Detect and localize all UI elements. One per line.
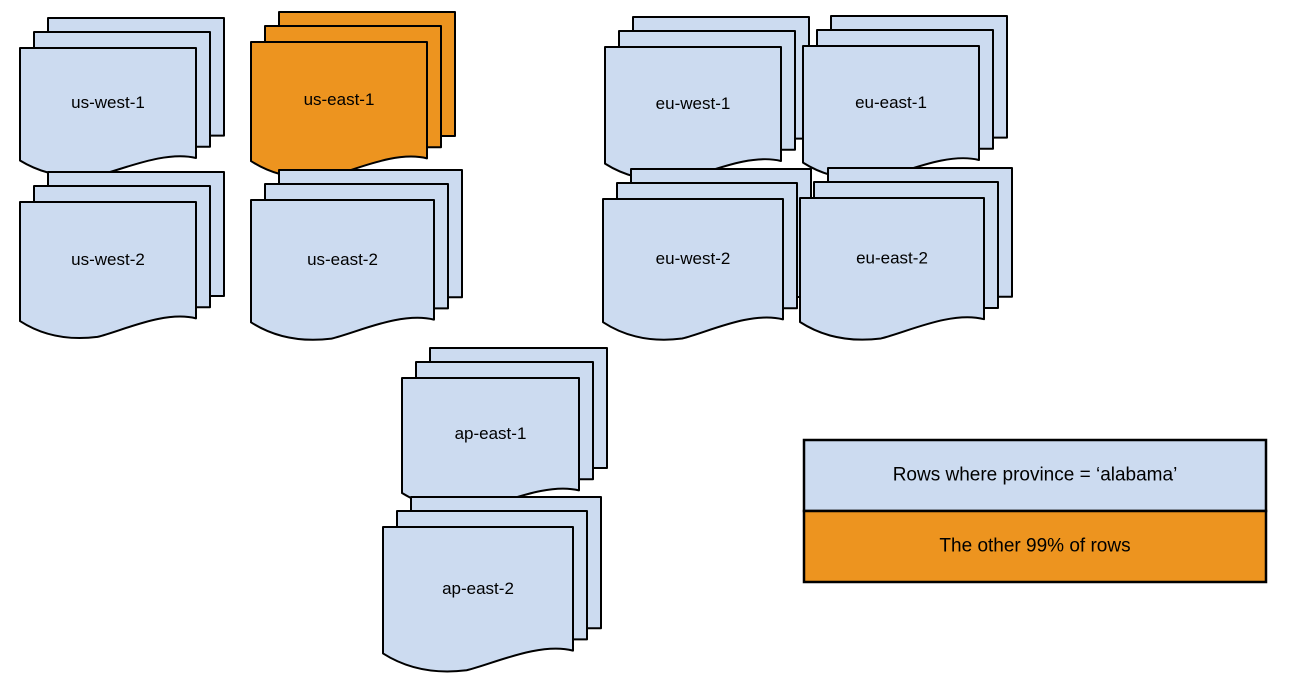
- document-stack-eu-west-2[interactable]: eu-west-2: [602, 168, 812, 341]
- document-stack-us-east-1[interactable]: us-east-1: [250, 11, 456, 180]
- document-front-sheet[interactable]: [602, 198, 784, 341]
- document-front-sheet[interactable]: [401, 377, 580, 511]
- document-stack-eu-east-1[interactable]: eu-east-1: [802, 15, 1008, 181]
- document-stack-us-west-2[interactable]: us-west-2: [19, 171, 225, 340]
- legend-swatch-orange: [802, 509, 1268, 584]
- document-stack-us-east-2[interactable]: us-east-2: [250, 169, 463, 341]
- document-front-sheet[interactable]: [250, 41, 428, 180]
- document-front-sheet[interactable]: [802, 45, 980, 181]
- document-stack-ap-east-1[interactable]: ap-east-1: [401, 347, 608, 511]
- document-front-sheet[interactable]: [19, 47, 197, 178]
- legend-row-1: Rows where province = ‘alabama’: [802, 438, 1268, 513]
- document-front-sheet[interactable]: [799, 197, 985, 341]
- legend-row-2: The other 99% of rows: [802, 509, 1268, 584]
- document-front-sheet[interactable]: [19, 201, 197, 340]
- document-front-sheet[interactable]: [382, 526, 574, 673]
- document-stack-eu-east-2[interactable]: eu-east-2: [799, 167, 1013, 341]
- document-stack-us-west-1[interactable]: us-west-1: [19, 17, 225, 178]
- legend-swatch-blue: [802, 438, 1268, 513]
- document-front-sheet[interactable]: [604, 46, 782, 182]
- document-front-sheet[interactable]: [250, 199, 435, 341]
- legend-group: Rows where province = ‘alabama’The other…: [802, 438, 1268, 584]
- document-stack-eu-west-1[interactable]: eu-west-1: [604, 16, 810, 182]
- document-stack-ap-east-2[interactable]: ap-east-2: [382, 496, 602, 673]
